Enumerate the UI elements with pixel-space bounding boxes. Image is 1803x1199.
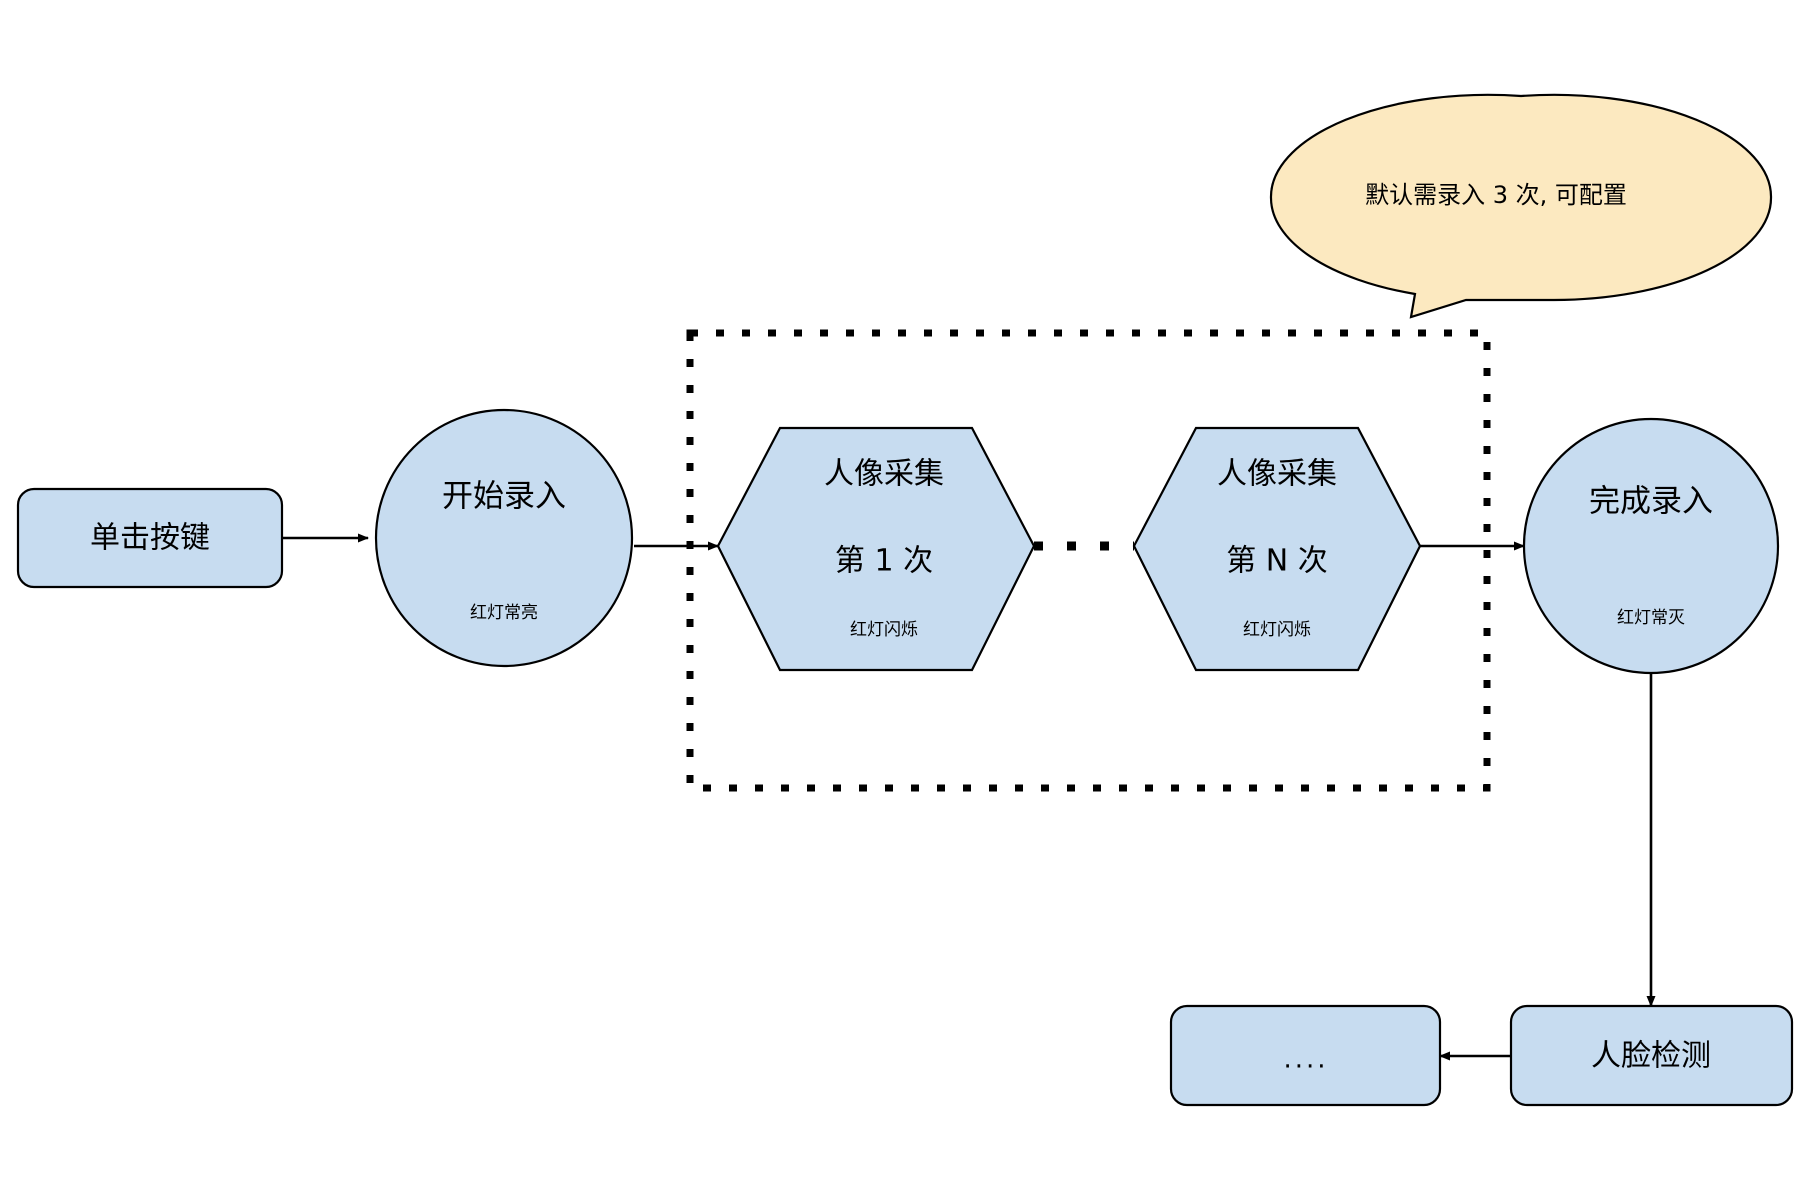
node-face-detect[interactable]: 人脸检测 <box>1509 1004 1794 1107</box>
start-enroll-label: 开始录入 <box>442 479 566 515</box>
press-key-label: 单击按键 <box>90 521 210 556</box>
callout-balloon-shape <box>1269 93 1773 319</box>
more-steps-label: .... <box>1283 1045 1328 1075</box>
face-detect-label: 人脸检测 <box>1591 1039 1711 1074</box>
node-start-enroll[interactable]: 开始录入 红灯常亮 <box>374 408 634 668</box>
finish-enroll-label: 完成录入 <box>1589 484 1713 520</box>
start-enroll-shape <box>374 408 634 668</box>
more-steps-shape <box>1169 1004 1442 1107</box>
annotation-callout[interactable]: 默认需录入 3 次, 可配置 <box>1269 93 1773 319</box>
capture-nth-sublabel: 红灯闪烁 <box>1243 620 1311 640</box>
node-more-steps[interactable]: .... <box>1169 1004 1442 1107</box>
capture-first-label-line1: 人像采集 <box>824 457 944 492</box>
node-capture-first[interactable]: 人像采集 第 1 次 红灯闪烁 <box>716 426 1036 672</box>
capture-nth-label-line2: 第 N 次 <box>1226 544 1328 579</box>
node-finish-enroll[interactable]: 完成录入 红灯常灭 <box>1522 417 1780 675</box>
start-enroll-sublabel: 红灯常亮 <box>470 603 538 623</box>
capture-nth-label-line1: 人像采集 <box>1217 457 1337 492</box>
capture-first-label-line2: 第 1 次 <box>835 544 933 579</box>
node-capture-nth[interactable]: 人像采集 第 N 次 红灯闪烁 <box>1132 426 1422 672</box>
finish-enroll-shape <box>1522 417 1780 675</box>
capture-first-sublabel: 红灯闪烁 <box>850 620 918 640</box>
node-press-key[interactable]: 单击按键 <box>16 487 284 589</box>
callout-text: 默认需录入 3 次, 可配置 <box>1365 181 1627 209</box>
finish-enroll-sublabel: 红灯常灭 <box>1617 608 1685 628</box>
